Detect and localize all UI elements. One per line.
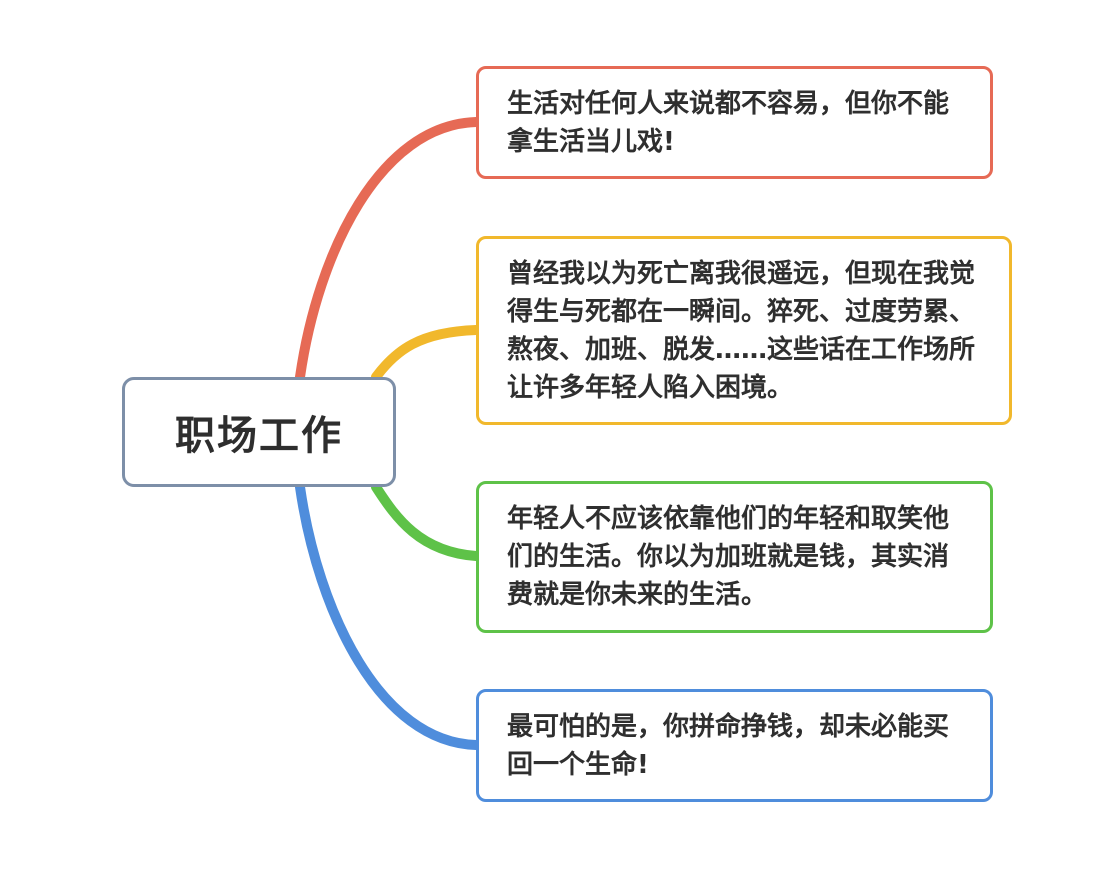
branch-node-2[interactable]: 曾经我以为死亡离我很遥远，但现在我觉得生与死都在一瞬间。猝死、过度劳累、熬夜、加…: [476, 236, 1012, 425]
root-node-label: 职场工作: [175, 413, 343, 459]
branch-node-1-text: 生活对任何人来说都不容易，但你不能拿生活当儿戏!: [507, 89, 950, 157]
connector-branch-3: [371, 482, 481, 561]
branch-node-3[interactable]: 年轻人不应该依靠他们的年轻和取笑他们的生活。你以为加班就是钱，其实消费就是你未来…: [476, 481, 993, 633]
branch-node-3-text: 年轻人不应该依靠他们的年轻和取笑他们的生活。你以为加班就是钱，其实消费就是你未来…: [507, 504, 950, 610]
branch-node-2-text: 曾经我以为死亡离我很遥远，但现在我觉得生与死都在一瞬间。猝死、过度劳累、熬夜、加…: [507, 259, 976, 403]
branch-node-4-text: 最可怕的是，你拼命挣钱，却未必能买回一个生命!: [507, 712, 950, 780]
root-node[interactable]: 职场工作: [122, 377, 396, 487]
connector-branch-1: [295, 117, 481, 382]
connector-branch-2: [371, 325, 481, 382]
branch-node-4[interactable]: 最可怕的是，你拼命挣钱，却未必能买回一个生命!: [476, 689, 993, 802]
connector-branch-4: [295, 482, 481, 750]
branch-node-1[interactable]: 生活对任何人来说都不容易，但你不能拿生活当儿戏!: [476, 66, 993, 179]
